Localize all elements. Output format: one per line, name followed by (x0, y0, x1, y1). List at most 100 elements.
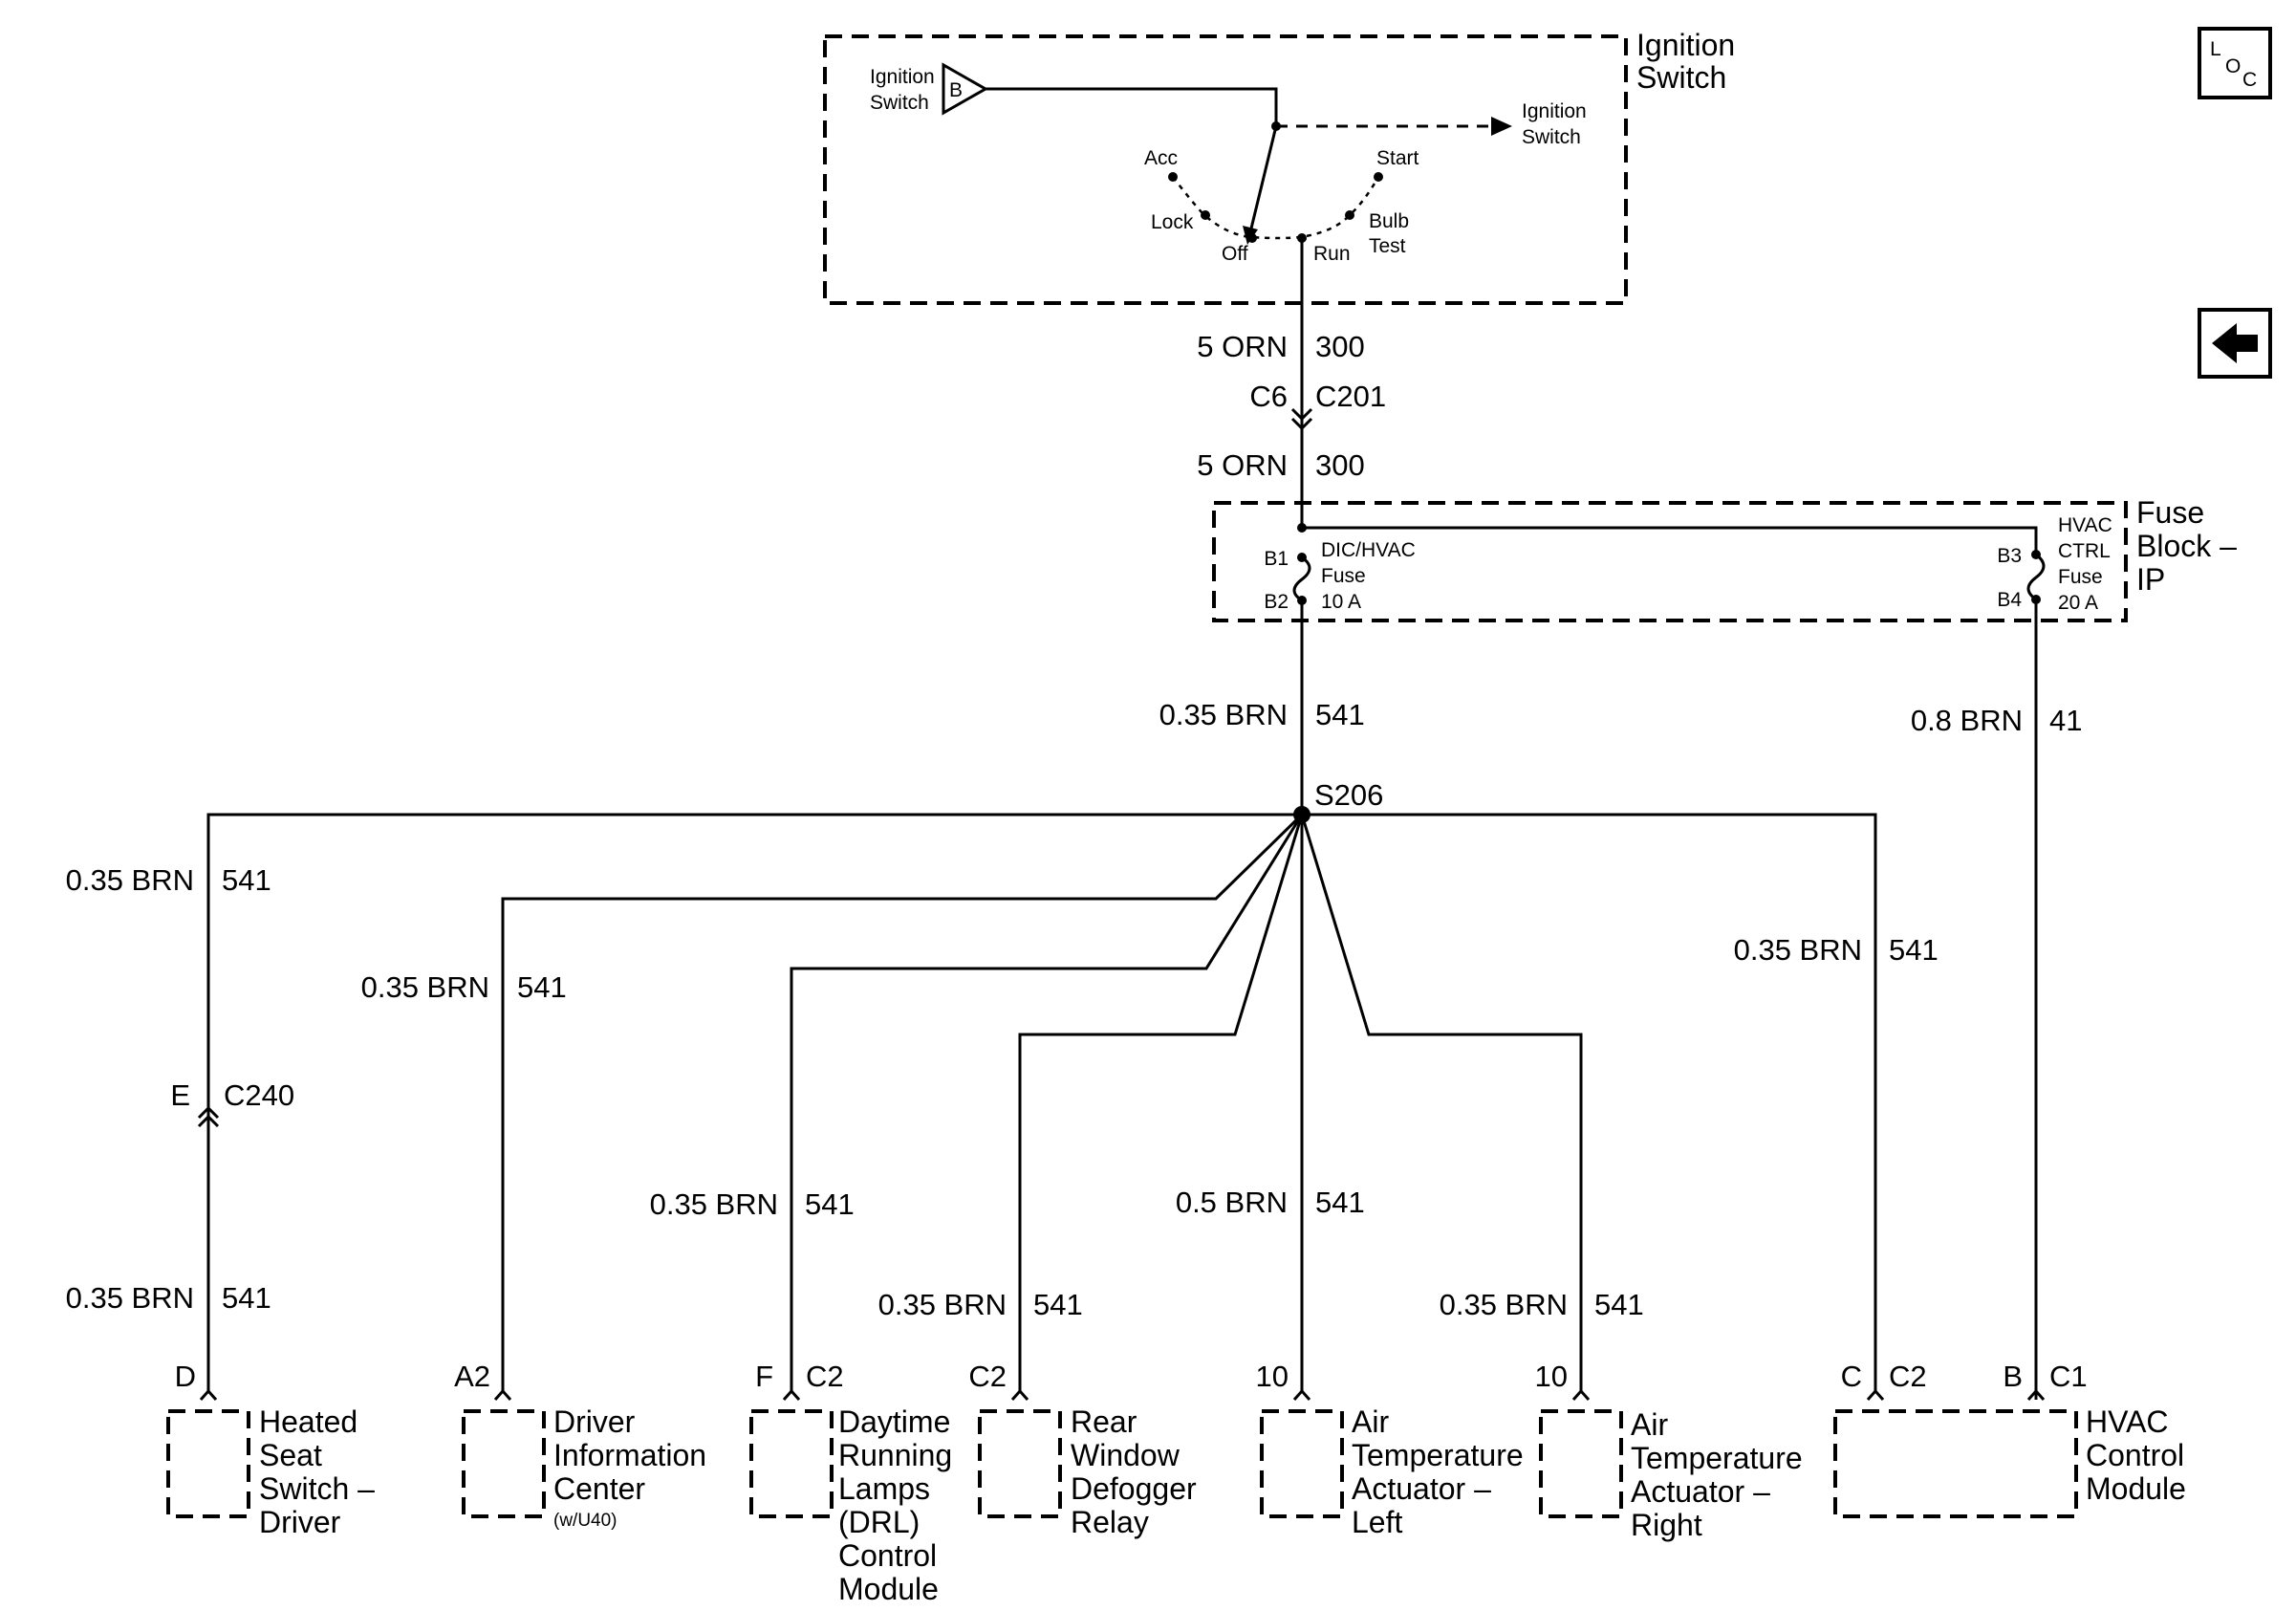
c240-connector-symbol-2 (197, 1114, 220, 1128)
defog-wire (1018, 814, 1304, 1391)
fuse1-in-pin: B1 (1264, 548, 1289, 570)
svg-text:Left: Left (1352, 1505, 1402, 1539)
air-left-box (1260, 1409, 1344, 1518)
ignition-output-arrow (1491, 117, 1512, 136)
air-right-wire (1300, 814, 1583, 1391)
dic-label: Driver Information Center (w/U40) (553, 1404, 706, 1531)
heated-seat-terminal (199, 1388, 218, 1401)
air-left-label: Air Temperature Actuator – Left (1352, 1404, 1524, 1539)
air-right-label: Air Temperature Actuator – Right (1631, 1407, 1803, 1542)
hvac-label: HVAC Control Module (2086, 1404, 2186, 1506)
fuse1-label: DIC/HVAC (1321, 539, 1416, 561)
air-left-gauge: 0.5 BRN (1176, 1186, 1288, 1219)
heated-seat-label: Heated Seat Switch – Driver (259, 1404, 375, 1539)
heated-seat-wire (206, 813, 1302, 1391)
ignition-input-label: Ignition (870, 66, 935, 88)
svg-text:Center: Center (553, 1471, 645, 1506)
feed-upper-gauge: 5 ORN (1197, 330, 1288, 363)
hvac-c1-terminal (2026, 1388, 2046, 1401)
drl-box (749, 1409, 834, 1518)
air-right-circuit: 541 (1594, 1288, 1644, 1321)
feed-lower-gauge: 5 ORN (1197, 448, 1288, 482)
fuse-block-box (1212, 501, 2128, 622)
defog-connector: C2 (968, 1360, 1007, 1393)
fuse1-out-pin: B2 (1264, 591, 1289, 613)
heated-seat-pin: D (175, 1360, 196, 1393)
svg-text:L: L (2210, 38, 2221, 60)
ignition-switch-title-2: Switch (1636, 60, 1726, 95)
ignition-feed-wire (986, 87, 1278, 126)
hvac-c2-circuit: 541 (1889, 933, 1939, 967)
hvac-c2-gauge: 0.35 BRN (1734, 933, 1862, 967)
drl-connector: C2 (806, 1360, 844, 1393)
splice-feed-circuit: 541 (1315, 698, 1365, 731)
dic-terminal (493, 1388, 512, 1401)
defog-terminal (1010, 1388, 1029, 1401)
air-left-terminal (1292, 1388, 1311, 1401)
hvac-c2-wire (1302, 813, 1877, 1391)
svg-text:Control: Control (2086, 1438, 2184, 1472)
hvac-pin-c: C (1841, 1360, 1862, 1393)
drl-circuit: 541 (805, 1187, 855, 1221)
switch-arc (1172, 176, 1380, 240)
splice-label: S206 (1314, 778, 1383, 812)
c240-pin: E (170, 1078, 190, 1112)
dic-gauge: 0.35 BRN (361, 970, 489, 1004)
hvac-c1-circuit: 41 (2049, 704, 2082, 737)
svg-text:Heated: Heated (259, 1404, 357, 1439)
fuse2-label-3: Fuse (2058, 566, 2103, 588)
ignition-output-label-2: Switch (1522, 126, 1581, 148)
svg-text:Relay: Relay (1071, 1505, 1149, 1539)
svg-text:Air: Air (1352, 1404, 1389, 1439)
heated-seat-upper-circuit: 541 (222, 863, 271, 897)
svg-text:Right: Right (1631, 1508, 1702, 1542)
defog-label: Rear Window Defogger Relay (1071, 1404, 1197, 1539)
svg-text:Switch –: Switch – (259, 1471, 375, 1506)
svg-text:Seat: Seat (259, 1438, 322, 1472)
start-point (1374, 172, 1383, 182)
fuse2-label: HVAC (2058, 514, 2112, 536)
air-right-gauge: 0.35 BRN (1440, 1288, 1568, 1321)
lock-point (1201, 210, 1210, 220)
fuse2-rating: 20 A (2058, 592, 2098, 614)
svg-text:Running: Running (838, 1438, 952, 1472)
svg-text:Lamps: Lamps (838, 1471, 930, 1506)
defog-gauge: 0.35 BRN (878, 1288, 1007, 1321)
feed-lower-circuit: 300 (1315, 448, 1365, 482)
c201-connector-symbol-2 (1290, 417, 1313, 431)
ignition-input-triangle (942, 62, 989, 116)
fuse2-out-pin: B4 (1997, 589, 2022, 611)
ignition-output-label: Ignition (1522, 100, 1587, 122)
svg-text:Control: Control (838, 1538, 937, 1573)
svg-text:HVAC: HVAC (2086, 1404, 2169, 1439)
drl-label: Daytime Running Lamps (DRL) Control Modu… (838, 1404, 952, 1606)
air-right-terminal (1571, 1388, 1591, 1401)
lock-label: Lock (1151, 211, 1194, 233)
air-left-pin: 10 (1256, 1360, 1289, 1393)
ignition-input-label-2: Switch (870, 92, 929, 114)
svg-text:Daytime: Daytime (838, 1404, 950, 1439)
fuse-block-title-2: Block – (2136, 529, 2237, 563)
air-left-circuit: 541 (1315, 1186, 1365, 1219)
location-icon[interactable]: L O C (2198, 27, 2272, 99)
defog-circuit: 541 (1033, 1288, 1083, 1321)
svg-text:C: C (2242, 69, 2257, 91)
svg-text:Actuator –: Actuator – (1631, 1474, 1770, 1509)
heated-seat-upper-gauge: 0.35 BRN (66, 863, 194, 897)
heated-seat-lower-circuit: 541 (222, 1281, 271, 1315)
svg-text:Rear: Rear (1071, 1404, 1137, 1439)
hvac-box (1833, 1409, 2078, 1518)
heated-seat-lower-gauge: 0.35 BRN (66, 1281, 194, 1315)
hvac-conn-c1: C1 (2049, 1360, 2088, 1393)
bulb-test-point (1345, 210, 1354, 220)
svg-text:Driver: Driver (553, 1404, 636, 1439)
dic-wire (501, 813, 1304, 1391)
dic-box (462, 1409, 546, 1518)
ignition-switch-title: Ignition (1636, 28, 1735, 62)
svg-text:Actuator –: Actuator – (1352, 1471, 1491, 1506)
drl-gauge: 0.35 BRN (650, 1187, 778, 1221)
svg-text:Module: Module (2086, 1471, 2186, 1506)
svg-text:Temperature: Temperature (1352, 1438, 1524, 1472)
svg-text:Module: Module (838, 1572, 939, 1606)
back-arrow-icon[interactable] (2198, 308, 2272, 379)
